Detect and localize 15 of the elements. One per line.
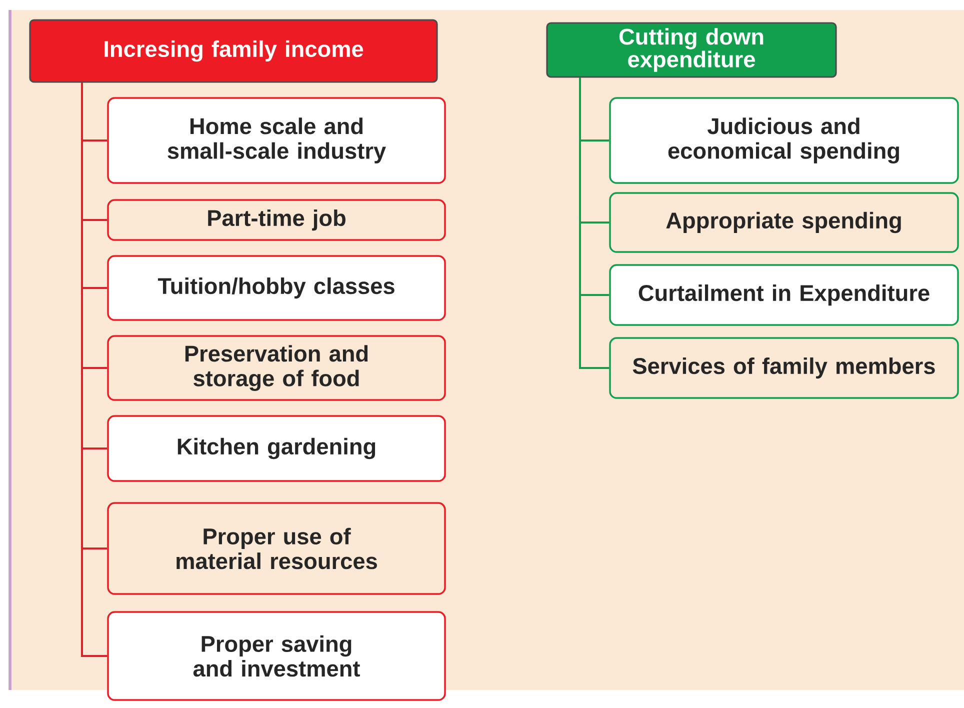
item-box: Services of family members <box>609 337 959 399</box>
item-box: Part-time job <box>107 199 446 241</box>
item-box: Appropriate spending <box>609 192 959 253</box>
item-box: Proper saving and investment <box>107 611 446 701</box>
item-box: Tuition/hobby classes <box>107 255 446 321</box>
item-box: Home scale and small-scale industry <box>107 97 446 184</box>
item-box: Kitchen gardening <box>107 415 446 482</box>
item-box: Proper use of material resources <box>107 502 446 595</box>
heading-box: Incresing family income <box>29 19 438 83</box>
item-box: Preservation and storage of food <box>107 335 446 401</box>
connector-line <box>81 82 108 657</box>
connector-line <box>579 78 610 369</box>
item-box: Judicious and economical spending <box>609 97 959 184</box>
heading-box: Cutting down expenditure <box>546 22 837 78</box>
item-box: Curtailment in Expenditure <box>609 264 959 326</box>
